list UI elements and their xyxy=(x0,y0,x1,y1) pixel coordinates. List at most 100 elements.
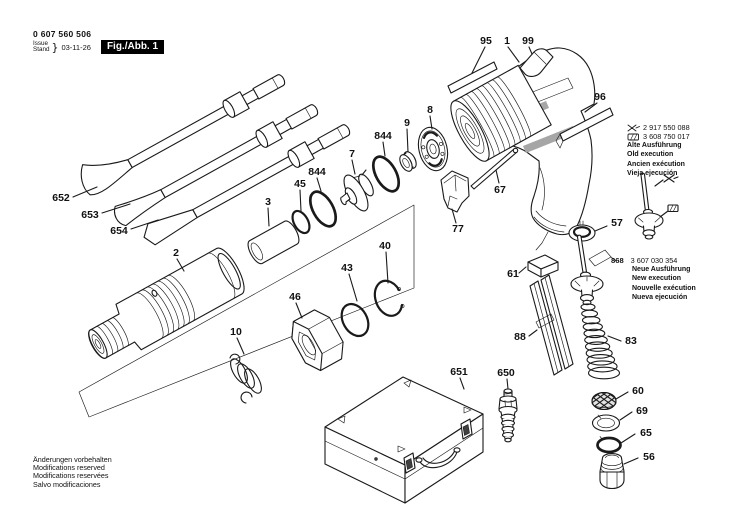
part-label-844a: 844 xyxy=(308,166,326,178)
part-95-sticker xyxy=(447,61,498,94)
issue-date: 03-11-26 xyxy=(61,42,91,52)
part-label-95: 95 xyxy=(480,35,492,47)
old-exec-line-de: Alte Ausführung xyxy=(627,142,682,149)
part-label-2: 2 xyxy=(173,247,179,259)
part-46-nut xyxy=(291,309,344,372)
part-label-43: 43 xyxy=(341,262,353,274)
old-exec-line-fr: Ancien exécution xyxy=(627,160,685,168)
hatched-block-icon xyxy=(627,133,639,140)
part-label-654: 654 xyxy=(110,225,128,237)
part-99-clip xyxy=(519,48,554,77)
part-label-650: 650 xyxy=(497,367,515,379)
part-57-washer xyxy=(568,220,596,242)
part-83-spring xyxy=(580,303,621,380)
part-56-fitting xyxy=(599,452,625,490)
new-execution-note: 868 3 607 030 354 Neue Ausführung New ex… xyxy=(611,256,696,303)
hatched-block-icon xyxy=(659,204,679,218)
new-exec-line-de: Neue Ausführung xyxy=(632,266,691,273)
part-label-83: 83 xyxy=(625,335,637,347)
issue-brace: } xyxy=(51,40,59,54)
part-labels: 652 653 654 2 3 45 844 7 844 9 8 95 1 99… xyxy=(52,35,655,463)
part-8-valve-plate xyxy=(417,126,449,172)
part-label-7: 7 xyxy=(349,148,355,160)
part-7-valve-holder xyxy=(340,169,374,212)
old-code-2: 3 608 750 017 xyxy=(643,132,690,141)
housing-thread-cylinder xyxy=(450,64,552,162)
part-844-o-ring-left xyxy=(308,190,338,228)
figure-label: Fig./Abb. 1 xyxy=(106,41,159,52)
part-43-o-ring xyxy=(340,302,370,338)
footer-line-en: Modifications reserved xyxy=(33,463,105,473)
part-69-washer xyxy=(591,414,621,432)
part-label-69: 69 xyxy=(636,405,648,417)
part-label-61: 61 xyxy=(507,268,519,280)
footer-line-de: Änderungen vorbehalten xyxy=(33,455,112,464)
part-3-sleeve xyxy=(247,220,300,265)
part-label-3: 3 xyxy=(265,196,271,208)
part-653-chisel xyxy=(114,104,319,227)
part-10-retaining-spring xyxy=(229,353,262,404)
part-label-651: 651 xyxy=(450,366,468,378)
new-exec-line-fr: Nouvelle exécution xyxy=(632,284,696,292)
part-844-o-ring-right xyxy=(371,155,401,193)
part-label-844b: 844 xyxy=(374,130,392,142)
grease-tube-icon xyxy=(654,174,679,187)
part-label-652: 652 xyxy=(52,192,70,204)
part-650-nipple xyxy=(498,388,518,443)
case-handle xyxy=(415,447,461,469)
issue-row: Issue Stand } 03-11-26 Fig./Abb. 1 xyxy=(33,39,165,54)
issue-label: Issue xyxy=(33,39,49,47)
new-code: 3 607 030 354 xyxy=(630,256,678,265)
part-label-46: 46 xyxy=(289,291,301,303)
modifications-footer: Änderungen vorbehalten Modifications res… xyxy=(33,455,112,489)
part-label-77: 77 xyxy=(452,223,464,235)
new-exec-line-es: Nueva ejecución xyxy=(632,294,688,302)
issue-stand-labels: Issue Stand xyxy=(33,39,50,54)
part-label-45: 45 xyxy=(294,178,306,190)
part-label-9: 9 xyxy=(404,117,410,129)
part-9-ring xyxy=(399,151,417,172)
part-60-strainer xyxy=(591,391,617,411)
part-652-chisel xyxy=(80,74,286,196)
part-654-chisel xyxy=(143,124,351,246)
stand-label: Stand xyxy=(33,46,50,53)
part-label-88: 88 xyxy=(514,331,526,343)
grease-tube-icon xyxy=(627,124,640,131)
part-2-barrel xyxy=(88,247,245,359)
part-old-valve xyxy=(634,172,679,240)
figure-badge: Fig./Abb. 1 xyxy=(100,40,165,54)
part-label-57: 57 xyxy=(611,217,623,229)
footer-line-es: Salvo modificaciones xyxy=(33,479,101,489)
part-label-653: 653 xyxy=(81,209,99,221)
part-651-case xyxy=(324,376,484,504)
new-ref-868: 868 xyxy=(611,256,624,265)
old-exec-line-en: Old execution xyxy=(627,151,674,159)
leader-lines xyxy=(72,46,639,465)
part-65-o-ring xyxy=(596,436,622,454)
old-code-row-2: 3 608 750 017 xyxy=(627,132,690,141)
new-exec-line-en: New execution xyxy=(632,275,682,283)
part-96-sticker xyxy=(555,107,614,149)
part-label-1: 1 xyxy=(504,35,510,47)
old-code-row-1: 2 917 550 088 xyxy=(627,123,690,132)
old-exec-line-es: Vieja ejecución xyxy=(627,170,678,178)
part-40-circlip xyxy=(373,279,405,317)
part-label-65: 65 xyxy=(640,427,652,439)
part-label-99: 99 xyxy=(522,35,534,47)
part-label-56: 56 xyxy=(643,451,655,463)
part-label-60: 60 xyxy=(632,385,644,397)
part-label-67: 67 xyxy=(494,184,506,196)
part-868-valve-new xyxy=(570,234,617,306)
part-label-40: 40 xyxy=(379,240,391,252)
part-88-bars xyxy=(529,274,574,376)
case-clasp xyxy=(403,418,473,474)
construction-plane xyxy=(78,204,415,418)
part-label-10: 10 xyxy=(230,326,242,338)
new-code-row: 868 3 607 030 354 xyxy=(611,256,696,265)
part-61-block xyxy=(527,231,559,278)
part-67-pin xyxy=(470,147,519,190)
old-execution-note: 2 917 550 088 3 608 750 017 Alte Ausführ… xyxy=(627,123,690,179)
part-45-o-ring xyxy=(291,209,311,235)
